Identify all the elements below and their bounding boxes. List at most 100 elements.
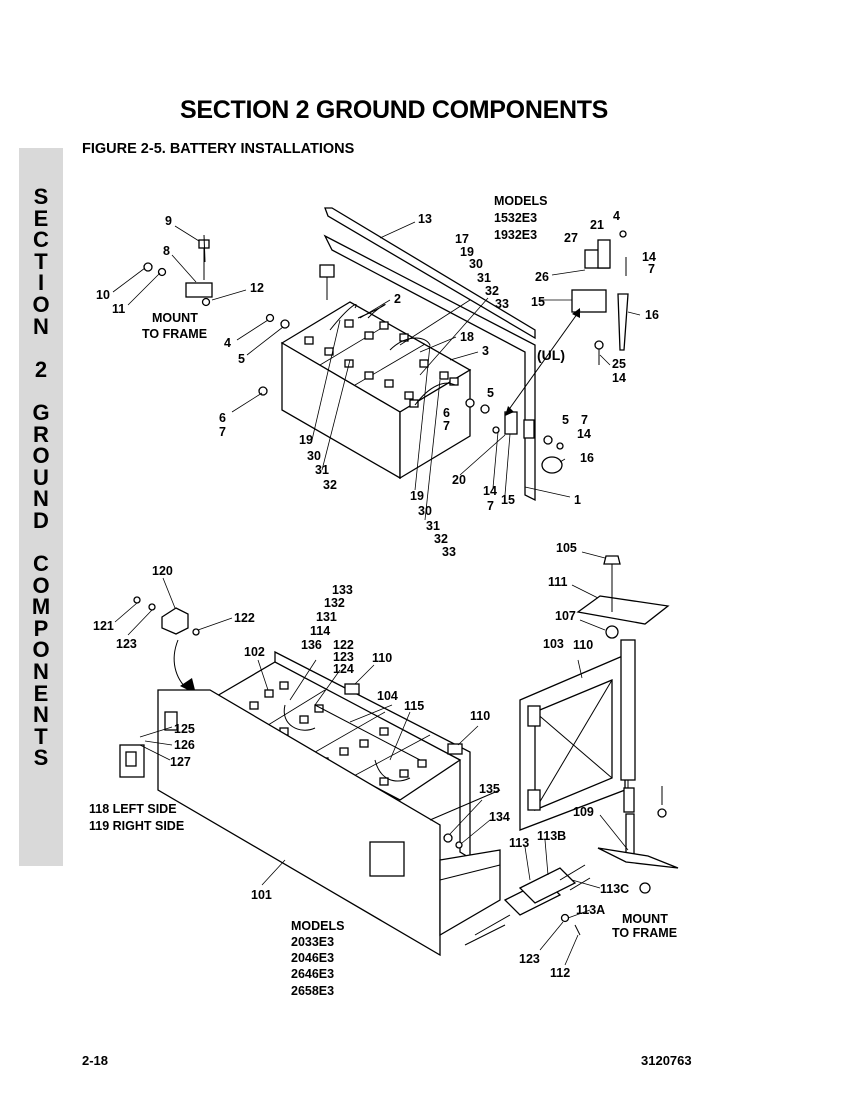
side-tab-letter: C xyxy=(33,227,49,253)
callout: 25 xyxy=(612,357,626,371)
callout: 133 xyxy=(332,583,353,597)
mount-to-frame-label: MOUNT xyxy=(152,311,198,325)
side-tab-letter: O xyxy=(32,572,50,598)
side-tab-letter: G xyxy=(32,399,50,425)
callout: 120 xyxy=(152,564,173,578)
callout: 134 xyxy=(489,810,510,824)
callout: 2 xyxy=(394,292,401,306)
callout: 32 xyxy=(323,478,337,492)
callout: 7 xyxy=(219,425,226,439)
side-tab-letter: N xyxy=(33,313,49,339)
callout: 32 xyxy=(485,284,499,298)
side-tab-letter: M xyxy=(31,594,51,620)
callout: 1 xyxy=(574,493,581,507)
callout: 131 xyxy=(316,610,337,624)
callout: 14 xyxy=(577,427,591,441)
callout: 7 xyxy=(648,262,655,276)
callout: 110 xyxy=(372,651,392,665)
callout: 112 xyxy=(550,966,570,980)
callout: 136 xyxy=(301,638,322,652)
callout: 107 xyxy=(555,609,576,623)
callout: 123 xyxy=(519,952,540,966)
model-1932e3: 1932E3 xyxy=(494,228,537,242)
callout: 110 xyxy=(573,638,593,652)
callout: 5 xyxy=(562,413,569,427)
callout: 33 xyxy=(442,545,456,559)
callout: 7 xyxy=(487,499,494,513)
callout: 132 xyxy=(324,596,345,610)
callout: 4 xyxy=(613,209,620,223)
callout: 6 xyxy=(219,411,226,425)
upper-models-block: MODELS 1532E3 1932E3 xyxy=(494,194,547,242)
callout: 19 xyxy=(299,433,313,447)
model-2658e3: 2658E3 xyxy=(291,984,334,998)
callout: 18 xyxy=(460,330,474,344)
callout: 14 xyxy=(642,250,656,264)
document-number: 3120763 xyxy=(641,1053,692,1068)
mount-to-frame-label: TO FRAME xyxy=(612,926,677,940)
callout: 126 xyxy=(174,738,195,752)
side-tab-letter: N xyxy=(33,486,49,512)
callout: 26 xyxy=(535,270,549,284)
lower-models-block: MODELS 2033E3 2046E3 2646E3 2658E3 xyxy=(291,919,344,998)
ul-label: (UL) xyxy=(537,347,565,363)
side-tab-letter: C xyxy=(33,551,49,577)
callout: 17 xyxy=(455,232,469,246)
callout: 121 xyxy=(93,619,114,633)
callout: 21 xyxy=(590,218,604,232)
mount-to-frame-label: MOUNT xyxy=(622,912,668,926)
lower-assembly-drawing xyxy=(114,551,679,966)
callout: 5 xyxy=(487,386,494,400)
callout: 113 xyxy=(509,836,529,850)
side-tab-letter: O xyxy=(32,291,50,317)
side-tab-letter: I xyxy=(37,270,45,296)
callout: 122 xyxy=(234,611,255,625)
upper-assembly-drawing xyxy=(112,207,641,521)
callout: 16 xyxy=(645,308,659,322)
figure-title: FIGURE 2-5. BATTERY INSTALLATIONS xyxy=(82,141,355,157)
side-tab-letter: O xyxy=(32,443,50,469)
page-number: 2-18 xyxy=(82,1053,109,1068)
callout: 20 xyxy=(452,473,466,487)
model-1532e3: 1532E3 xyxy=(494,211,537,225)
callout: 103 xyxy=(543,637,564,651)
model-2046e3: 2046E3 xyxy=(291,951,334,965)
side-tab-letter: S xyxy=(33,184,49,209)
callout: 31 xyxy=(477,271,491,285)
callout: 13 xyxy=(418,212,432,226)
side-tab-letter: S xyxy=(33,745,49,771)
callout: 15 xyxy=(531,295,545,309)
callout: 30 xyxy=(469,257,483,271)
side-tab-letter: R xyxy=(33,421,49,447)
callout: 135 xyxy=(479,782,500,796)
left-side-label: 118 LEFT SIDE xyxy=(89,802,177,816)
callout: 122 xyxy=(333,638,354,652)
callout: 31 xyxy=(426,519,440,533)
callout: 8 xyxy=(163,244,170,258)
callout: 6 xyxy=(443,406,450,420)
callout: 127 xyxy=(170,755,191,769)
callout: 31 xyxy=(315,463,329,477)
callout: 110 xyxy=(470,709,490,723)
side-tab-letter: 2 xyxy=(34,356,48,382)
callout: 9 xyxy=(165,214,172,228)
callout: 14 xyxy=(483,484,497,498)
side-tab-letter: E xyxy=(33,205,49,231)
callout: 32 xyxy=(434,532,448,546)
callout: 102 xyxy=(244,645,265,659)
callout: 12 xyxy=(250,281,264,295)
callout: 19 xyxy=(460,245,474,259)
callout: 16 xyxy=(580,451,594,465)
side-tab-letter: O xyxy=(32,637,50,663)
lower-callouts: 120 121 123 122 133 132 131 114 136 122 … xyxy=(93,541,629,980)
side-tab-letter: N xyxy=(33,702,49,728)
callout: 109 xyxy=(573,805,594,819)
side-tab-letter: T xyxy=(34,723,48,749)
callout: 10 xyxy=(96,288,110,302)
callout: 30 xyxy=(307,449,321,463)
callout: 3 xyxy=(482,344,489,358)
side-tab-letter: T xyxy=(34,248,48,274)
callout: 125 xyxy=(174,722,195,736)
callout: 115 xyxy=(404,699,424,713)
